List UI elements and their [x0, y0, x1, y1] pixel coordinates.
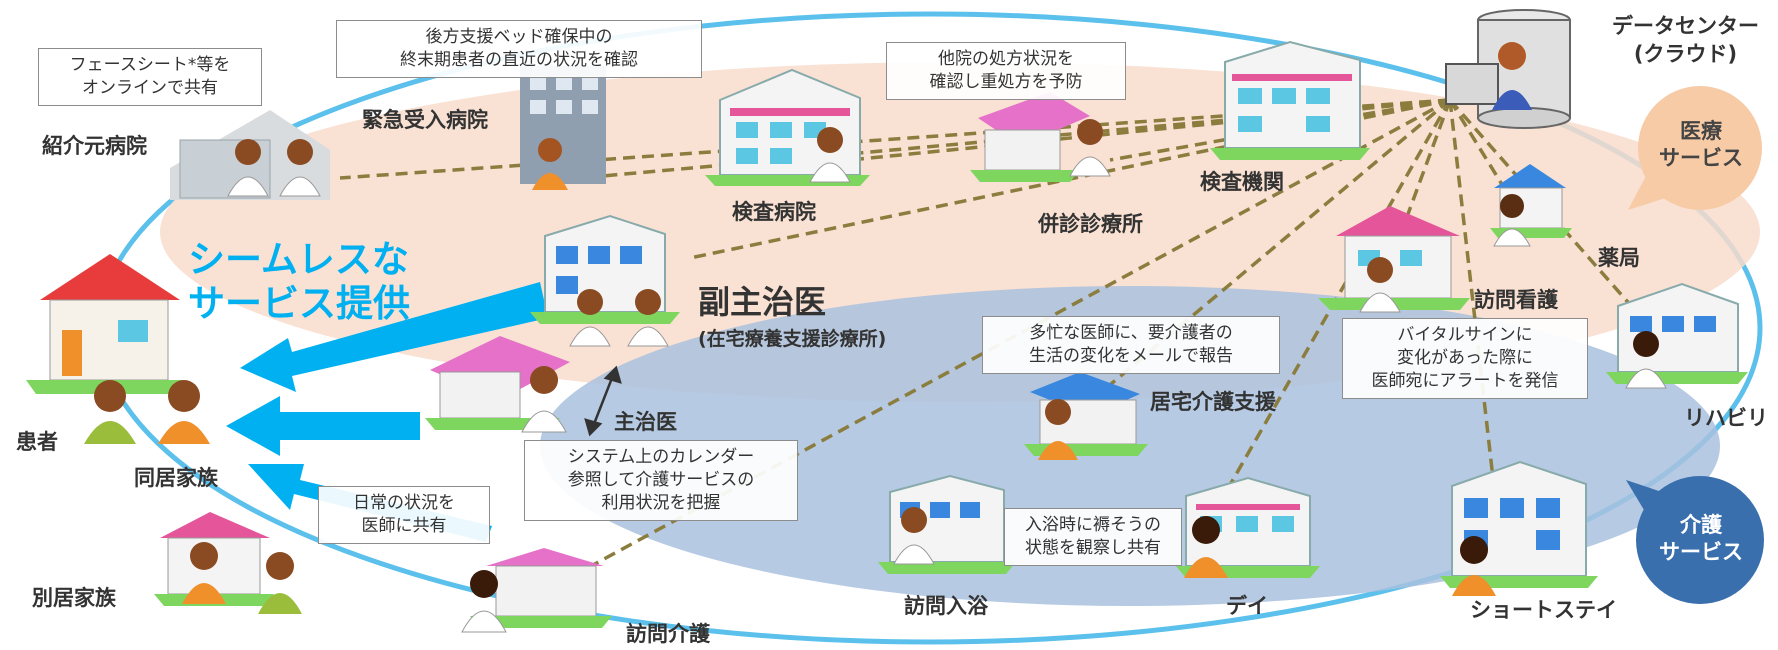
note-backup-bed-line1: 後方支援ベッド確保中の	[425, 27, 613, 47]
note-busy-doctor: 多忙な医師に、要介護者の 生活の変化をメールで報告	[982, 316, 1280, 374]
person-home-care-worker	[461, 570, 507, 633]
note-bathing-line2: 状態を観察し共有	[1025, 537, 1161, 558]
data-center-line2: (クラウド)	[1633, 42, 1738, 67]
building-home-bath	[878, 474, 1016, 574]
person-rehab-staff	[1625, 331, 1667, 389]
person-separate-family-1	[182, 542, 226, 604]
seamless-line1: シームレスな	[188, 238, 409, 281]
care-service-bubble: 介護 サービス	[1646, 512, 1756, 567]
note-calendar-line2: 参照して介護サービスの	[567, 469, 755, 490]
label-concurrent-clinic: 併診診療所	[1038, 212, 1143, 236]
note-vital-line2: 変化があった際に	[1397, 347, 1533, 368]
label-separate-family: 別居家族	[32, 586, 116, 610]
data-center-line1: データセンター	[1612, 14, 1759, 38]
label-cohabiting-family: 同居家族	[134, 466, 218, 490]
label-pharmacy: 薬局	[1598, 246, 1640, 270]
building-patient-home	[26, 254, 182, 394]
person-emergency-doctor	[532, 138, 568, 190]
note-prescription: 他院の処方状況を 確認し重処方を予防	[886, 42, 1126, 100]
building-concurrent-clinic	[970, 92, 1090, 182]
note-bathing: 入浴時に褥そうの 状態を観察し共有	[1004, 508, 1182, 566]
care-bubble-shape	[1626, 476, 1764, 604]
person-family	[158, 380, 210, 444]
doctor-double-arrow	[584, 365, 622, 437]
building-emergency	[520, 66, 606, 184]
person-bath-staff	[893, 507, 935, 565]
seamless-line2: サービス提供	[188, 282, 410, 326]
label-sub-doctor-note: (在宅療養支援診療所)	[698, 328, 887, 350]
label-visiting-nursing: 訪問看護	[1474, 288, 1558, 312]
medical-bubble-shape	[1628, 86, 1762, 210]
note-vital: バイタルサインに 変化があった際に 医師宛にアラートを発信	[1342, 318, 1588, 399]
building-main-doctor	[425, 336, 570, 430]
person-referral-doctor-1	[227, 139, 269, 197]
building-home-care	[470, 548, 612, 628]
note-calendar: システム上のカレンダー 参照して介護サービスの 利用状況を把握	[524, 440, 798, 521]
note-daily: 日常の状況を 医師に共有	[318, 486, 490, 544]
person-nurse	[1359, 257, 1401, 313]
note-vital-line3: 医師宛にアラートを発信	[1371, 370, 1559, 391]
arrow-2	[226, 396, 420, 456]
label-exam-hospital: 検査病院	[732, 200, 816, 224]
note-face-sheet-line1: フェースシート*等を	[69, 55, 231, 75]
person-sub-doctor-1	[569, 289, 611, 347]
label-home-care: 訪問介護	[626, 622, 710, 646]
note-daily-line2: 医師に共有	[361, 515, 447, 536]
note-vital-line1: バイタルサインに	[1397, 325, 1533, 345]
person-day-staff	[1184, 516, 1228, 578]
data-center-label: データセンター (クラウド)	[1612, 12, 1759, 69]
person-care-manager	[1038, 399, 1078, 460]
person-separate-family-2	[258, 552, 302, 614]
care-bubble-line2: サービス	[1659, 540, 1743, 565]
seamless-service-title: シームレスな サービス提供	[188, 238, 410, 327]
building-lab	[1210, 40, 1370, 160]
care-bubble-line1: 介護	[1680, 513, 1722, 537]
label-referral-hospital: 紹介元病院	[42, 134, 147, 158]
person-patient	[84, 380, 136, 444]
note-prescription-line1: 他院の処方状況を	[938, 49, 1074, 69]
note-calendar-line1: システム上のカレンダー	[567, 447, 755, 467]
medical-service-bubble: 医療 サービス	[1646, 118, 1756, 173]
note-prescription-line2: 確認し重処方を予防	[929, 71, 1083, 92]
building-short-stay	[1440, 460, 1598, 588]
building-sub-doctor	[530, 214, 680, 324]
data-center-icon	[1445, 9, 1571, 129]
note-busy-doctor-line1: 多忙な医師に、要介護者の	[1029, 323, 1233, 343]
arrow-1	[240, 282, 548, 392]
label-patient: 患者	[16, 430, 58, 454]
person-pharmacist	[1493, 194, 1531, 247]
person-sub-doctor-2	[627, 289, 669, 347]
people-figures	[84, 119, 1667, 633]
person-exam-doctor	[809, 127, 851, 183]
label-emergency-hospital: 緊急受入病院	[362, 108, 488, 132]
person-referral-doctor-2	[279, 139, 321, 197]
label-day: デイ	[1226, 594, 1268, 618]
note-bathing-line1: 入浴時に褥そうの	[1025, 515, 1161, 535]
person-clinic-doctor	[1069, 119, 1111, 177]
label-care-support: 居宅介護支援	[1150, 390, 1276, 414]
medical-bubble-line2: サービス	[1659, 146, 1743, 171]
label-home-bath: 訪問入浴	[904, 594, 988, 618]
person-short-stay-staff	[1452, 536, 1496, 596]
note-face-sheet-line2: オンラインで共有	[82, 77, 218, 98]
note-calendar-line3: 利用状況を把握	[601, 492, 721, 513]
medical-bubble-line1: 医療	[1680, 119, 1722, 143]
label-short-stay: ショートステイ	[1470, 598, 1617, 622]
note-busy-doctor-line2: 生活の変化をメールで報告	[1029, 345, 1233, 366]
label-rehab: リハビリ	[1684, 406, 1768, 430]
label-sub-doctor: 副主治医	[698, 283, 827, 321]
person-main-doctor	[521, 366, 567, 433]
note-backup-bed: 後方支援ベッド確保中の 終末期患者の直近の状況を確認	[336, 20, 702, 78]
note-face-sheet: フェースシート*等を オンラインで共有	[38, 48, 262, 106]
label-lab: 検査機関	[1200, 170, 1284, 194]
label-main-doctor: 主治医	[614, 410, 677, 434]
note-backup-bed-line2: 終末期患者の直近の状況を確認	[400, 49, 638, 70]
note-daily-line1: 日常の状況を	[353, 493, 455, 513]
